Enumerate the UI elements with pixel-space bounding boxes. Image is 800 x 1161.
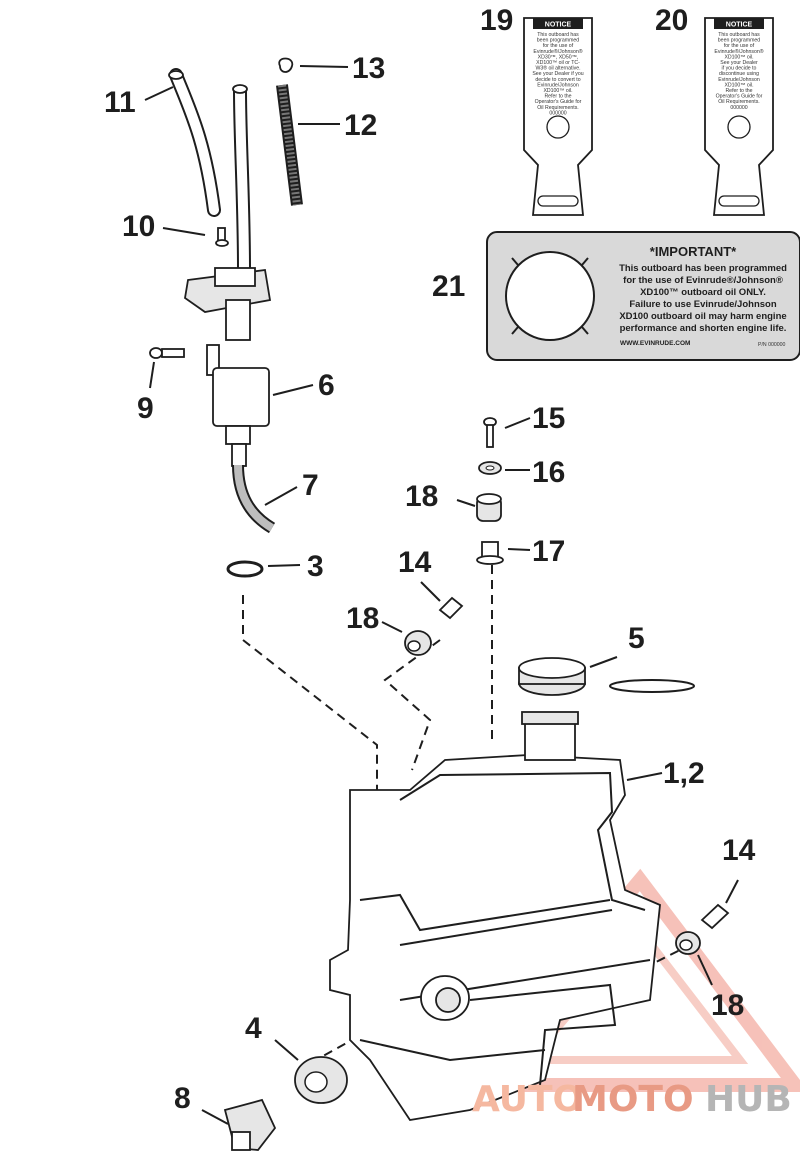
watermark-text: AUTO MOTO HUB [472, 1079, 792, 1120]
elbow-fitting-part-8 [223, 1098, 277, 1151]
tag-text-line: 000000 [730, 105, 747, 111]
watermark-part-1: AUTO [472, 1079, 583, 1120]
callout-14-upper: 14 [398, 546, 432, 579]
tag-text-line: for the use of [543, 43, 574, 49]
decal21-line-2: for the use of Evinrude®/Johnson® [623, 275, 783, 286]
watermark-part-3: HUB [705, 1079, 792, 1120]
o-ring-part-3 [226, 560, 264, 578]
callout-15: 15 [532, 402, 565, 435]
pickup-tube-part-7 [232, 464, 276, 534]
dowel-part-14-lower [700, 903, 730, 930]
tag-text-line: if you decide to [722, 66, 757, 72]
callout-16: 16 [532, 456, 565, 489]
callout-5: 5 [628, 622, 645, 655]
callout-14-lower: 14 [722, 834, 756, 867]
callout-19: 19 [480, 4, 513, 37]
callout-3: 3 [307, 550, 324, 583]
tag-text-line: XD100™ oil or TC- [536, 60, 580, 66]
tag19-header: NOTICE [545, 22, 572, 29]
oil-pickup-part-6 [184, 267, 272, 467]
decal21-line-6: performance and shorten engine life. [620, 323, 787, 334]
tag-text-line: Refer to the [725, 88, 752, 94]
callout-17: 17 [532, 535, 565, 568]
oil-tank-part-1-2 [329, 711, 661, 1121]
tag-text-line: This outboard has [718, 32, 760, 38]
callout-13: 13 [352, 52, 385, 85]
grommet-part-18-middle [404, 630, 432, 656]
tag-text-line: Evinrude®/Johnson® [714, 48, 763, 55]
tag-text-line: for the use of [724, 43, 755, 49]
tag-text-line: been programmed [537, 38, 580, 44]
dowel-part-14-upper [438, 596, 464, 620]
callout-11: 11 [104, 86, 136, 119]
tag-text-line: 000000 [549, 110, 566, 116]
tag-text-line: been programmed [718, 38, 761, 44]
tag-text-line: See your Dealer [720, 60, 758, 66]
callout-9: 9 [137, 392, 154, 425]
tag20-header: NOTICE [726, 22, 753, 29]
decal21-part-number: P/N 000000 [758, 342, 786, 348]
sleeve-part-17 [476, 541, 504, 565]
callout-20: 20 [655, 4, 688, 37]
decal21-line-5: XD100 outboard oil may harm engine [619, 311, 786, 322]
tag-text-line: XD100™ oil. [543, 88, 572, 94]
watermark-part-2: MOTO [572, 1079, 694, 1120]
fill-cap-part-5 [518, 657, 695, 696]
decal21-line-1: This outboard has been programmed [619, 263, 787, 274]
callout-4: 4 [245, 1012, 262, 1045]
callout-6: 6 [318, 369, 335, 402]
screw-part-9 [149, 347, 185, 359]
screw-part-15 [483, 417, 497, 448]
tag-text-line: Oil Requirements. [718, 99, 760, 105]
screw-part-10 [215, 227, 229, 247]
tag-text-line: W3® oil alternative. [535, 65, 580, 72]
hose-clamp-part-13 [278, 57, 294, 73]
callout-7: 7 [302, 469, 319, 502]
tag-text-line: Oil Requirements. [537, 105, 579, 111]
decal21-title: *IMPORTANT* [650, 244, 737, 259]
hose-part-11 [168, 68, 251, 271]
tag-text-line: discontinue using [719, 71, 759, 77]
tag-text-line: Operator's Guide for [716, 94, 763, 100]
callout-labels: 19 20 21 13 12 11 10 9 6 7 3 15 16 18 17… [104, 4, 756, 1115]
decal21-url: WWW.EVINRUDE.COM [620, 340, 690, 347]
tag-text-line: Operator's Guide for [535, 99, 582, 105]
callout-1-2: 1,2 [663, 757, 705, 790]
tag-text-line: XD30™, XD50™, [538, 54, 579, 60]
decal21-line-4: Failure to use Evinrude/Johnson [629, 299, 776, 310]
tag-text-line: See your Dealer if you [532, 71, 583, 77]
tag-text-line: XD100™ oil. [724, 54, 753, 60]
callout-8: 8 [174, 1082, 191, 1115]
important-decal-part-21: *IMPORTANT* This outboard has been progr… [486, 231, 800, 361]
callout-12: 12 [344, 109, 377, 142]
braided-sleeve-part-12 [276, 84, 303, 206]
tag-text-line: decide to convert to [535, 77, 580, 83]
callout-18-lower: 18 [711, 989, 744, 1022]
tag-text-line: XD100™ oil. [724, 82, 753, 88]
grommet-part-18-upper [476, 493, 502, 522]
callout-18-upper: 18 [405, 480, 438, 513]
grommet-part-4 [294, 1056, 348, 1104]
decal21-line-3: XD100™ outboard oil ONLY. [640, 287, 766, 298]
callout-21: 21 [432, 270, 465, 303]
tag-text-line: Refer to the [544, 94, 571, 100]
tag-text-line: Evinrude/Johnson [718, 77, 760, 83]
grommet-part-18-lower [675, 931, 701, 955]
tag-text-line: This outboard has [537, 32, 579, 38]
washer-part-16 [478, 461, 502, 475]
tag-text-line: Evinrude®/Johnson® [533, 48, 582, 55]
callout-10: 10 [122, 210, 155, 243]
leader-lines [144, 65, 739, 1125]
callout-18-middle: 18 [346, 602, 379, 635]
tag-text-line: Evinrude/Johnson [537, 82, 579, 88]
